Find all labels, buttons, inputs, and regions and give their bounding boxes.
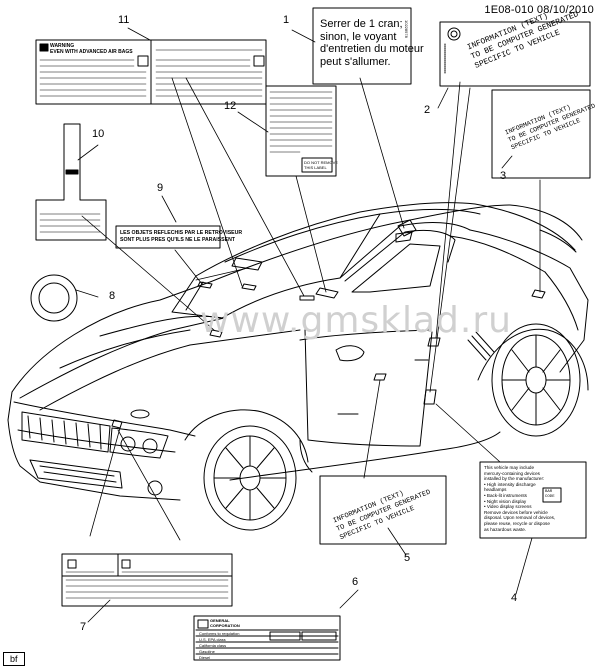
label-4-line: please reuse, recycle or dispose — [484, 520, 550, 526]
callout-5: 5 — [404, 552, 411, 564]
callout-9: 9 — [157, 182, 164, 194]
label-6-line: CORPORATION — [210, 623, 240, 628]
bar-code-line: CODE — [545, 495, 555, 499]
label-6-row: Conforms to regulation — [199, 631, 240, 636]
label-markers — [111, 219, 546, 429]
bar-code-line: BAR — [545, 490, 553, 494]
label-4-line: • High intensity discharge — [484, 481, 536, 487]
label-4-frame — [479, 461, 587, 539]
label-3-frame — [491, 89, 591, 179]
callout-6: 6 — [352, 576, 359, 588]
label-11-frame — [35, 39, 267, 105]
label-11-header: WARNING EVEN WITH ADVANCED AIR BAGS — [50, 43, 133, 55]
label-12-line: DO NOT REMOVE — [304, 160, 338, 165]
label-9-line: LES OBJETS REFLECHIS PAR LE RETROVISEUR — [120, 230, 243, 236]
label-9-frame — [115, 225, 221, 249]
label-4-line: • Night vision display — [484, 498, 527, 504]
label-12-frame — [265, 85, 337, 177]
label-4-line: • Video display screens — [484, 504, 532, 510]
callout-3: 3 — [500, 170, 507, 182]
label-5-frame — [319, 475, 447, 545]
callout-7: 7 — [80, 621, 87, 633]
diagram-code: 1E08-010 08/10/2010 — [484, 4, 594, 16]
label-2-frame — [439, 21, 591, 87]
label-6-header: GENERAL CORPORATION — [210, 618, 240, 628]
label-4-line: This vehicle may include — [484, 465, 535, 470]
callout-8: 8 — [109, 290, 116, 302]
label-6-rows: Conforms to regulation U.S. EPA class Ca… — [199, 631, 239, 661]
label-1-line: peut s'allumer. — [320, 55, 391, 68]
label-7-frame — [61, 553, 233, 607]
svg-text:10228978: 10228978 — [404, 20, 409, 39]
callout-11: 11 — [118, 14, 130, 26]
bar-code-box: BAR CODE — [545, 490, 555, 500]
label-6-line: GENERAL — [210, 618, 230, 623]
label-9-line: SONT PLUS PRES QU'ILS NE LE PARAISSENT — [120, 237, 235, 243]
label-11-subtitle: EVEN WITH ADVANCED AIR BAGS — [50, 49, 133, 55]
label-4-line: Remove devices before vehicle — [484, 509, 548, 515]
label-6-row: Diesel — [199, 655, 211, 660]
footer-tag: bf — [3, 652, 25, 666]
label-1-frame: 10228978 — [312, 7, 412, 85]
label-4-line: disposal. Upon removal of devices, — [484, 515, 556, 521]
label-12-stamp: DO NOT REMOVE THIS LABEL — [304, 160, 338, 170]
label-11-title: WARNING — [50, 43, 75, 49]
label-6-row: California class — [199, 643, 227, 648]
callout-12: 12 — [224, 100, 237, 112]
label-4-line: as hazardous waste. — [484, 526, 527, 532]
label-1-text: Serrer de 1 cran; sinon, le voyant d'ent… — [320, 18, 424, 68]
label-4-line: headlamps — [484, 487, 507, 493]
label-4-line: installed by the manufacturer: — [484, 476, 545, 482]
label-4-text: This vehicle may include mercury-contain… — [484, 465, 555, 532]
label-1-line: sinon, le voyant — [320, 30, 397, 43]
callout-10: 10 — [92, 128, 105, 140]
label-6-row: Gasoline — [199, 649, 215, 654]
label-10-frame — [35, 123, 107, 241]
label-8-frame — [30, 274, 78, 322]
callout-4: 4 — [511, 592, 518, 604]
label-1-line: d'entretien du moteur — [320, 43, 424, 55]
label-6-row: U.S. EPA class — [199, 637, 226, 642]
camaro-outline — [7, 202, 589, 531]
label-1-line: Serrer de 1 cran; — [320, 18, 403, 30]
label-9-text: LES OBJETS REFLECHIS PAR LE RETROVISEUR … — [120, 230, 242, 244]
label-12-line: THIS LABEL — [304, 165, 327, 170]
label-6-frame — [193, 615, 341, 661]
callout-1: 1 — [283, 14, 290, 26]
callout-2: 2 — [424, 104, 431, 116]
label-4-line: mercury-containing devices — [484, 470, 540, 476]
leader-lines — [75, 27, 541, 623]
label-4-line: • Back-lit instruments — [484, 492, 527, 498]
